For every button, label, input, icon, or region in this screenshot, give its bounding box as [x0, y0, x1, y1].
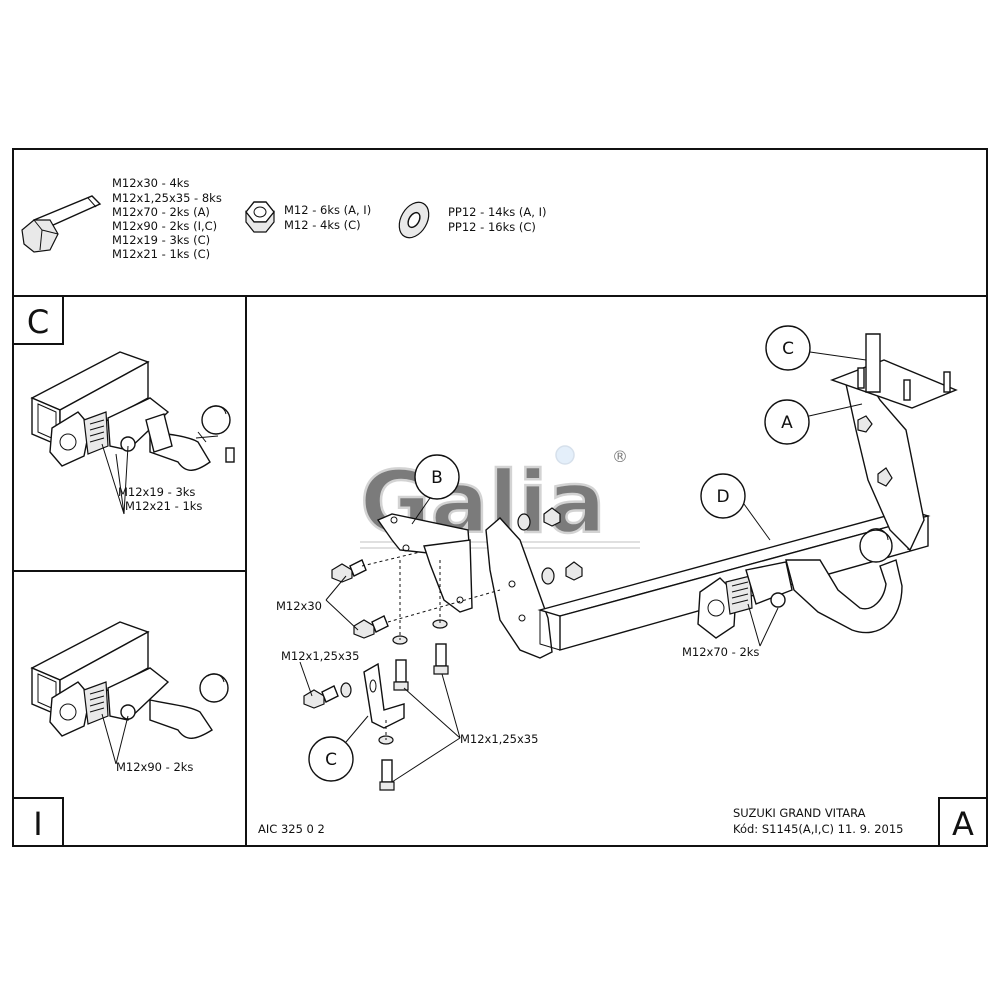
watermark-registered-mark: ® — [612, 447, 628, 466]
bolt-spec-2: M12x1,25x35 - 8ks — [112, 191, 222, 205]
variant-c-callout-2: M12x21 - 1ks — [125, 499, 202, 513]
bolt-spec-6: M12x21 - 1ks (C) — [112, 247, 210, 261]
bolt-spec-3: M12x70 - 2ks (A) — [112, 205, 210, 219]
callout-bubble-a: A — [764, 399, 863, 445]
variant-a-label-box — [938, 797, 988, 847]
bolt-m12x30-bottom — [353, 615, 389, 639]
drawing-number: AIC 325 0 2 — [258, 822, 325, 836]
washer-spec-1: PP12 - 14ks (A, I) — [448, 205, 546, 219]
callout-bubble-b: B — [411, 454, 460, 525]
variant-i-tow-hitch-view — [30, 621, 229, 739]
variant-i-callout: M12x90 - 2ks — [116, 760, 193, 774]
variant-c-callout-1: M12x19 - 3ks — [118, 485, 195, 499]
callout-bubble-c-top: C — [765, 325, 867, 371]
vehicle-name: SUZUKI GRAND VITARA — [733, 806, 866, 820]
product-code-date: Kód: S1145(A,I,C) 11. 9. 2015 — [733, 822, 903, 836]
bolt-m12x125-left — [303, 682, 352, 709]
washer-spec-2: PP12 - 16ks (C) — [448, 220, 536, 234]
vertical-bolts — [378, 560, 449, 791]
variant-c-label-box — [12, 295, 64, 345]
bolt-m12x30-top — [331, 559, 367, 583]
bubble-c-bottom-label: C — [325, 750, 337, 770]
bracket-b — [376, 513, 473, 613]
drawing-frame — [12, 148, 988, 847]
washer-nut-upper — [517, 507, 561, 531]
nut-spec-list: M12 - 6ks (A, I) M12 - 4ks (C) — [284, 203, 371, 232]
bubble-b-label: B — [431, 468, 443, 488]
bubble-d-label: D — [716, 487, 729, 507]
variant-a-label: A — [952, 805, 974, 843]
bolt-spec-list: M12x30 - 4ks M12x1,25x35 - 8ks M12x70 - … — [112, 176, 222, 261]
bolt-icon — [21, 195, 102, 253]
m12x125-right-leader — [391, 673, 461, 783]
nut-icon — [245, 201, 275, 233]
washer-icon — [398, 201, 430, 239]
m12x30-leader — [325, 575, 359, 631]
bracket-c-lower — [363, 662, 405, 729]
bolt-spec-4: M12x90 - 2ks (I,C) — [112, 219, 217, 233]
bolt-spec-1: M12x30 - 4ks — [112, 176, 189, 190]
m12x30-label: M12x30 — [276, 599, 322, 613]
bubble-c-top-label: C — [782, 339, 794, 359]
variant-i-leader-lines — [101, 713, 129, 765]
callout-bubble-c-bottom: C — [308, 715, 369, 782]
bolt-spec-5: M12x19 - 3ks (C) — [112, 233, 210, 247]
washer-spec-list: PP12 - 14ks (A, I) PP12 - 16ks (C) — [448, 205, 546, 234]
variant-c-tow-hitch-view — [30, 351, 235, 471]
nut-spec-1: M12 - 6ks (A, I) — [284, 203, 371, 217]
m12x125-right-label: M12x1,25x35 — [460, 732, 538, 746]
m12x70-leader — [747, 603, 779, 647]
callout-bubble-d: D — [700, 473, 771, 541]
m12x70-label: M12x70 - 2ks — [682, 645, 759, 659]
m12x125-left-label: M12x1,25x35 — [281, 649, 359, 663]
m12x125-left-leader — [299, 661, 313, 697]
nut-spec-2: M12 - 4ks (C) — [284, 218, 361, 232]
variant-i-label-box — [12, 797, 64, 847]
variant-c-leader-lines — [101, 443, 129, 515]
variant-c-label: C — [27, 303, 49, 341]
bubble-a-label: A — [781, 413, 793, 433]
washer-nut-lower — [541, 561, 583, 585]
variant-i-label: I — [33, 805, 42, 843]
b-alignment-lines — [361, 551, 501, 623]
tow-bar-assembly — [485, 333, 958, 659]
